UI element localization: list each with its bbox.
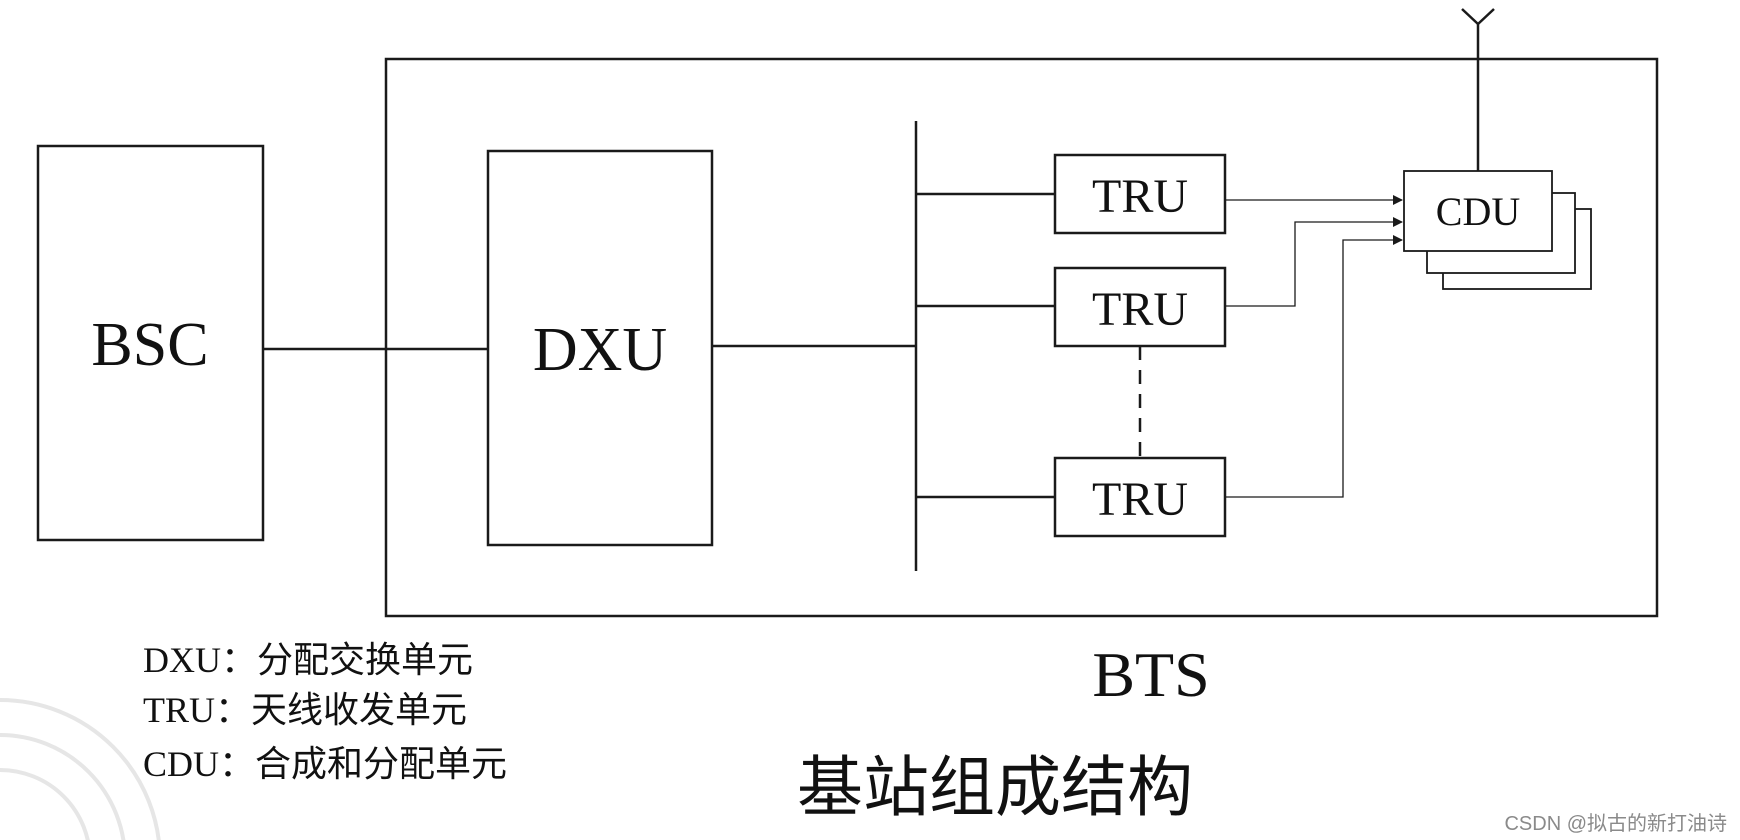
- cdu-box-front: [1403, 170, 1553, 252]
- watermark-text: CSDN @拟古的新打油诗: [1504, 812, 1727, 835]
- background-arcs: [0, 698, 161, 840]
- legend-item-dxu: DXU：分配交换单元: [143, 640, 473, 680]
- legend-item-tru: TRU：天线收发单元: [143, 690, 467, 730]
- legend-desc: 分配交换单元: [257, 640, 473, 680]
- legend-item-cdu: CDU：合成和分配单元: [143, 744, 507, 784]
- tru-label-2: TRU: [1092, 283, 1188, 336]
- tru-box-3: [1053, 456, 1227, 538]
- antenna-icon: [1461, 8, 1495, 171]
- cdu-label: CDU: [1436, 189, 1521, 234]
- dxu-label: DXU: [533, 316, 667, 384]
- legend-abbr: CDU：: [143, 744, 255, 784]
- tru2-cdu-arrow: [1225, 217, 1403, 307]
- bsc-box: [36, 144, 265, 542]
- tru-box-1: [1053, 153, 1227, 235]
- diagram-title: 基站组成结构: [797, 752, 1193, 825]
- legend-abbr: DXU：: [143, 640, 257, 680]
- bts-frame: [384, 57, 1659, 618]
- tru-label-3: TRU: [1092, 473, 1188, 526]
- legend-desc: 合成和分配单元: [255, 744, 507, 784]
- legend-desc: 天线收发单元: [251, 690, 467, 730]
- legend-abbr: TRU：: [143, 690, 251, 730]
- tru3-cdu-arrow: [1225, 235, 1403, 498]
- dxu-box: [486, 149, 714, 547]
- bsc-label: BSC: [91, 311, 208, 379]
- bts-label: BTS: [1092, 639, 1209, 710]
- legend: DXU：分配交换单元 TRU：天线收发单元 CDU：合成和分配单元: [143, 640, 507, 784]
- tru-label-1: TRU: [1092, 170, 1188, 223]
